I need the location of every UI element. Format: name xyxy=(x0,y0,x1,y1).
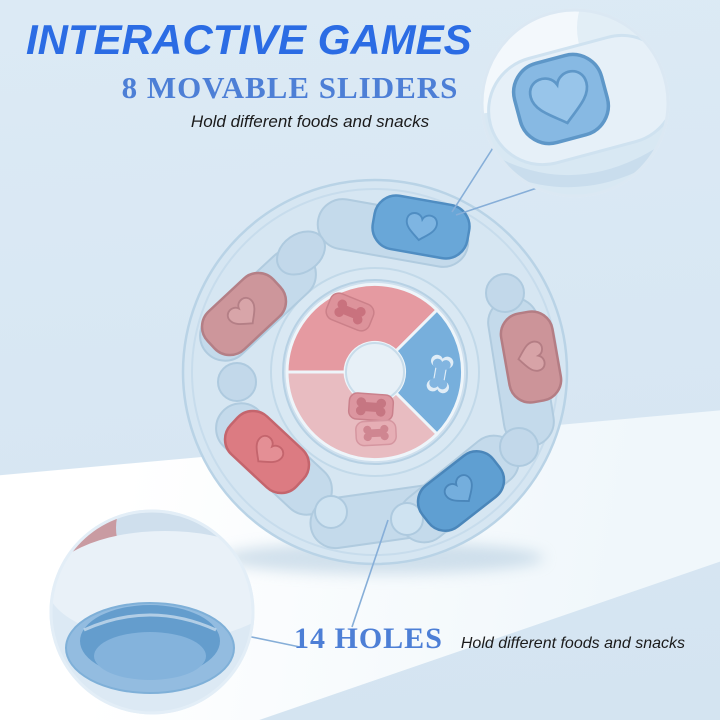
slider-pink-right xyxy=(499,310,563,404)
footer-caption: 14 HOLES Hold different foods and snacks xyxy=(294,622,685,656)
slider-blue-top xyxy=(371,194,471,260)
holes-note: Hold different foods and snacks xyxy=(460,635,686,652)
zoom-hole-floor xyxy=(94,632,206,680)
slider-red-lower-left xyxy=(223,409,311,495)
bone-paddle-top xyxy=(325,292,375,332)
callout-lines xyxy=(246,139,538,648)
subtitle: 8 MOVABLE SLIDERS xyxy=(121,70,459,105)
hole xyxy=(314,495,348,529)
slider-blue-bottom-right xyxy=(416,450,506,532)
subtitle-note: Hold different foods and snacks xyxy=(190,112,430,131)
callout-ring xyxy=(49,509,255,715)
zoom-slider xyxy=(511,52,611,146)
wheel-center-hole xyxy=(345,342,405,402)
puzzle-toy xyxy=(181,178,569,574)
bone-paddle-bottom xyxy=(347,392,395,422)
center-wheel xyxy=(282,279,468,465)
feeder-holes xyxy=(217,230,539,536)
leader-line-slider-b xyxy=(455,187,538,216)
hole xyxy=(390,502,424,536)
hole xyxy=(499,427,539,467)
callout-hole-zoom xyxy=(49,509,255,715)
holes-label: 14 HOLES xyxy=(294,622,443,655)
slider-pink-upper-left xyxy=(200,271,288,357)
callout-ring xyxy=(480,8,670,198)
leader-line-hole-b xyxy=(246,635,301,648)
hole xyxy=(276,230,326,276)
sliders xyxy=(200,194,563,532)
leader-line-slider-a xyxy=(451,139,499,213)
leader-line-hole-a xyxy=(351,519,389,628)
page-title: INTERACTIVE GAMES xyxy=(26,16,472,63)
hole xyxy=(485,273,525,313)
bone-paddle-bottom-2 xyxy=(355,419,397,447)
hole xyxy=(217,362,257,402)
